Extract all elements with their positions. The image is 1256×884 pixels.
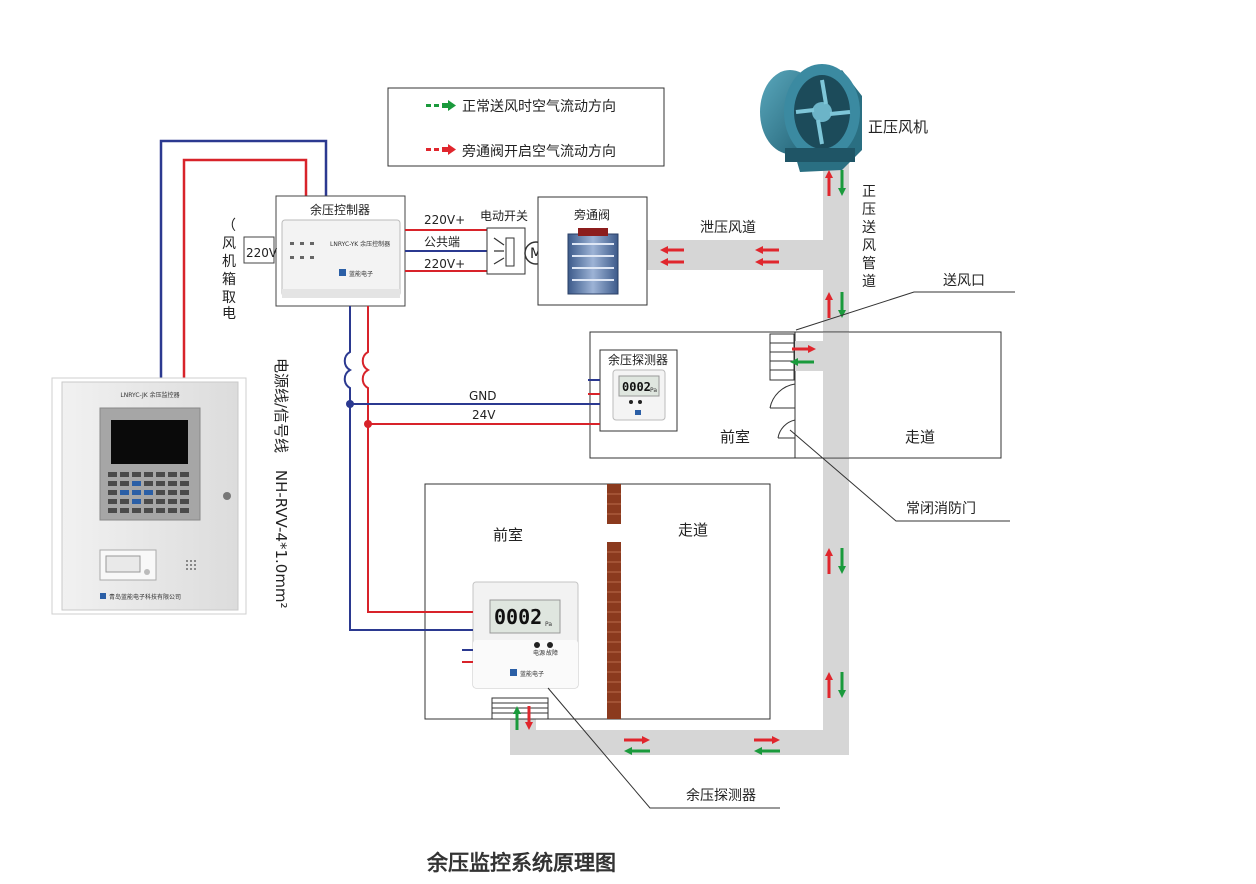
supply-note-char: 取 <box>222 290 236 306</box>
terminal-2-label: 公共端 <box>424 235 460 249</box>
signal-cables <box>343 306 600 663</box>
controller-leds <box>290 242 314 259</box>
supply-note-char: 机 <box>222 254 236 270</box>
v24-label: 24V <box>472 408 496 422</box>
lower-led-2-label: 故障 <box>546 649 558 657</box>
relief-duct <box>647 240 849 270</box>
cable-label-text: 电源线/信号线 <box>272 358 290 453</box>
air-outlet-grille <box>769 333 795 381</box>
legend-normal-arrow-icon <box>426 100 456 111</box>
upper-display-unit: Pa <box>650 387 657 394</box>
air-outlet-callout <box>795 291 1015 331</box>
switch-label: 电动开关 <box>480 209 528 223</box>
bypass-valve-title: 旁通阀 <box>574 207 610 222</box>
gnd-label: GND <box>469 389 497 403</box>
v24-junction <box>364 420 372 428</box>
duct-network <box>510 160 849 755</box>
fan-icon <box>760 64 862 172</box>
lower-brand-logo-icon <box>510 669 517 676</box>
monitor-controller-wires <box>159 139 328 378</box>
upper-corridor-label: 走道 <box>905 428 935 446</box>
brand-logo-icon <box>339 269 346 276</box>
monitor-company: 青岛蓝能电子科技有限公司 <box>109 593 181 601</box>
outlet-arrows <box>790 345 816 366</box>
pressure-controller: 余压控制器 LNRYC-YK 余压控制器 蓝能电子 <box>275 195 406 307</box>
terminal-3-label: 220V+ <box>424 257 465 271</box>
monitor-speaker-icon <box>186 560 196 570</box>
pressure-monitor: LNRYC-JK 余压监控器 青岛蓝能电子科技有限公司 <box>51 377 247 615</box>
upper-anteroom-label: 前室 <box>720 428 750 446</box>
supply-duct-label: 正 压 送 风 管 道 <box>862 184 880 290</box>
lower-detector: 0002 Pa 电源 故障 蓝能电子 <box>472 581 579 689</box>
monitor-lock-icon <box>223 492 231 500</box>
controller-title: 余压控制器 <box>310 202 370 217</box>
bottom-duct-arrows <box>624 736 780 755</box>
lower-detector-callout <box>547 687 780 809</box>
supply-note: （ 风 机 箱 取 电 <box>222 218 240 322</box>
supply-duct-char: 风 <box>862 238 876 254</box>
lower-display-value: 0002 <box>494 605 542 629</box>
fan-label: 正压风机 <box>868 118 928 136</box>
legend: 正常送风时空气流动方向 旁通阀开启空气流动方向 <box>387 87 665 167</box>
upper-detector-title: 余压探测器 <box>608 352 668 367</box>
supply-duct-char: 送 <box>862 220 876 236</box>
gnd-junction <box>346 400 354 408</box>
lower-detector-brand: 蓝能电子 <box>520 670 544 678</box>
legend-normal-label: 正常送风时空气流动方向 <box>462 99 616 115</box>
bottom-air-grille <box>491 697 549 720</box>
relief-duct-arrows <box>660 246 779 266</box>
lower-floor: 前室 走道 0002 Pa 电源 故障 蓝能电子 <box>424 483 771 730</box>
cable-spec: NH-RVV-4*1.0mm² <box>272 470 290 609</box>
supply-duct-char: 压 <box>862 202 876 218</box>
bypass-valve: 旁通阀 <box>537 196 648 306</box>
air-outlet-label: 送风口 <box>943 273 985 289</box>
supply-note-char: 风 <box>222 236 236 252</box>
upper-floor: 前室 走道 余压探测器 0002 Pa <box>589 331 1002 459</box>
diagram-title: 余压监控系统原理图 <box>426 851 616 875</box>
monitor-keypad <box>108 472 189 513</box>
supply-duct-char: 正 <box>862 184 876 200</box>
bottom-duct <box>510 730 849 755</box>
terminal-1-label: 220V+ <box>424 213 465 227</box>
supply-note-char: （ <box>222 218 236 234</box>
monitor-panel-title: LNRYC-JK 余压监控器 <box>120 391 179 399</box>
cable-label: 电源线/信号线 NH-RVV-4*1.0mm² <box>272 358 290 609</box>
upper-display-value: 0002 <box>622 380 651 394</box>
supply-duct-char: 道 <box>862 274 876 290</box>
bottom-grille-arrows <box>513 706 533 730</box>
supply-note-char: 箱 <box>222 272 236 288</box>
lower-detector-label: 余压探测器 <box>686 787 756 804</box>
fire-door-label: 常闭消防门 <box>906 501 976 517</box>
fire-door-callout <box>789 429 1010 522</box>
supply-note-char: 电 <box>222 306 236 322</box>
brick-wall-bottom <box>607 542 621 719</box>
upper-detector: 余压探测器 0002 Pa <box>599 349 678 432</box>
controller-supply: 220V <box>243 236 278 264</box>
motor-wiring <box>405 229 487 272</box>
lower-anteroom-label: 前室 <box>493 526 523 544</box>
monitor-screen <box>111 420 188 464</box>
lower-corridor-label: 走道 <box>678 521 708 539</box>
controller-model: LNRYC-YK 余压控制器 <box>330 240 390 248</box>
monitor-brand-logo-icon <box>100 593 106 599</box>
supply-voltage: 220V <box>246 246 278 260</box>
fire-door-icon <box>769 383 796 439</box>
legend-bypass-label: 旁通阀开启空气流动方向 <box>462 143 616 160</box>
supply-duct-char: 管 <box>862 256 876 272</box>
lower-display-unit: Pa <box>545 621 552 628</box>
legend-bypass-arrow-icon <box>426 144 456 155</box>
controller-brand: 蓝能电子 <box>349 270 373 278</box>
relief-duct-label: 泄压风道 <box>700 220 756 236</box>
lower-led-1-label: 电源 <box>533 649 545 657</box>
